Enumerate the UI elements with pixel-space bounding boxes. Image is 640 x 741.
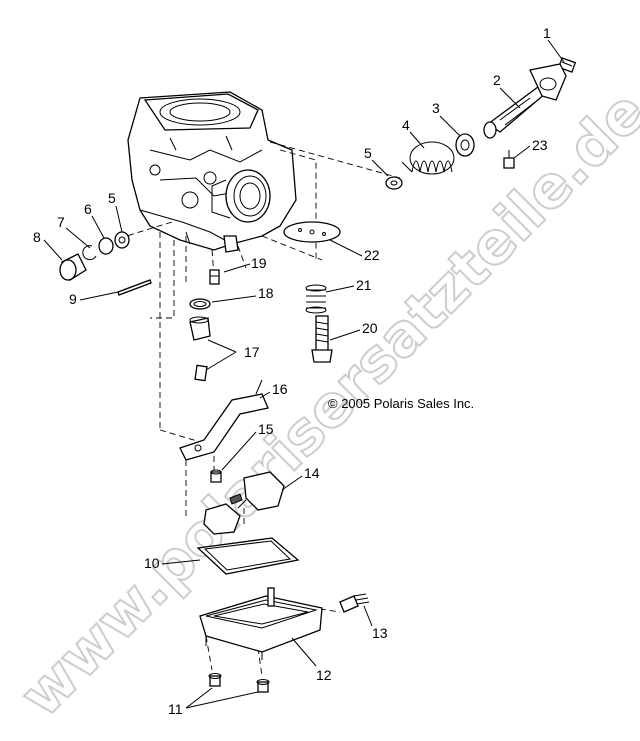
part-19-pilot-jet <box>209 269 220 285</box>
part-4-spring <box>401 141 455 175</box>
callout-labels: 1 2 3 4 5 23 5 6 7 8 22 19 9 18 21 20 17… <box>33 25 551 717</box>
part-14-float <box>203 471 285 535</box>
part-18-o-ring <box>189 298 211 310</box>
callout-23: 23 <box>532 137 548 153</box>
part-5-washer-top <box>385 176 403 190</box>
carburetor-body <box>127 91 297 253</box>
callout-11: 11 <box>168 701 183 717</box>
part-8-cap <box>59 253 87 281</box>
callout-5-top: 5 <box>364 145 372 161</box>
callout-9: 9 <box>69 291 77 307</box>
part-11-screws <box>208 673 270 693</box>
callout-21: 21 <box>356 277 372 293</box>
callout-4: 4 <box>402 117 410 133</box>
part-23-screw <box>503 150 515 169</box>
callout-8: 8 <box>33 229 41 245</box>
callout-17: 17 <box>244 344 260 360</box>
part-20-needle-valve <box>311 315 333 363</box>
callout-2: 2 <box>493 72 501 88</box>
callout-16: 16 <box>272 381 288 397</box>
callout-12: 12 <box>316 667 332 683</box>
part-6-spacer <box>98 237 114 255</box>
callout-14: 14 <box>304 465 320 481</box>
callout-1: 1 <box>543 25 551 41</box>
part-5-washer-left <box>114 231 130 249</box>
callout-5-left: 5 <box>108 190 116 206</box>
leader-lines <box>43 39 565 709</box>
callout-22: 22 <box>364 247 380 263</box>
part-15-screw <box>210 469 222 483</box>
part-16-bracket <box>179 379 269 461</box>
part-12-float-bowl <box>199 587 323 660</box>
callout-20: 20 <box>362 320 378 336</box>
callout-18: 18 <box>258 285 274 301</box>
callout-15: 15 <box>258 421 274 437</box>
part-9-pin <box>117 279 152 296</box>
callout-19: 19 <box>251 255 267 271</box>
part-13-drain-screw <box>339 593 370 613</box>
part-3-bushing <box>455 133 475 157</box>
part-21-spring <box>305 284 327 314</box>
callout-7: 7 <box>57 214 65 230</box>
callout-13: 13 <box>372 625 388 641</box>
callout-10: 10 <box>144 555 160 571</box>
part-10-gasket <box>196 537 300 575</box>
callout-6: 6 <box>84 201 92 217</box>
copyright-text: © 2005 Polaris Sales Inc. <box>328 396 474 411</box>
part-22-diaphragm <box>283 221 341 243</box>
part-17-jets <box>189 316 211 382</box>
callout-3: 3 <box>432 100 440 116</box>
watermark-text: www.polarisersatzteile.de <box>7 78 640 730</box>
